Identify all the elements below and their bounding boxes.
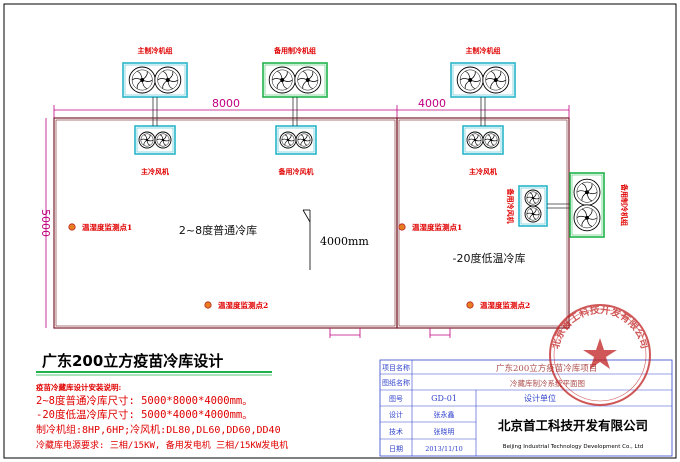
refrigeration-units: 主制冷机组备用制冷机组主冷风机备用冷风机主制冷机组主冷风机备用冷风机备用制冷机组 [122,46,629,238]
notes-line-2: -20度低温冷库尺寸: 5000*4000*4000mm。 [36,408,253,421]
sensor-right-1: 温湿度监测点1 [398,222,462,232]
right-room-inner-wall [398,119,568,327]
right-room-wall [396,117,570,329]
condenser-backup-left-label: 备用制冷机组 [273,46,316,55]
company-stamp: 北京首工科技开发有限公司 [548,303,651,406]
tb-drawing-label: 图纸名称 [382,378,410,387]
evaporator-main-left: 主冷风机 [134,125,176,176]
sensor-right-1-label: 温湿度监测点1 [412,222,462,232]
sensor-left-2-label: 温湿度监测点2 [218,300,268,310]
evaporator-backup-right: 备用冷风机 [506,185,548,227]
left-room-inner-wall [55,119,396,327]
tb-unit-label: 设计单位 [524,393,556,403]
tb-company: 北京首工科技开发有限公司 [498,418,648,433]
condenser-backup-right-label: 备用制冷机组 [620,183,629,226]
tb-date-value: 2013/11/10 [425,445,462,453]
condenser-main-right-label: 主制冷机组 [466,46,501,55]
dim-4000-label: 4000 [418,97,446,110]
dim-8000: 8000 [53,97,398,118]
condenser-backup-left: 备用制冷机组 [262,46,328,98]
condenser-main-left: 主制冷机组 [122,46,188,98]
tb-number-label: 图号 [389,395,403,403]
tb-project-value: 广东200立方疫苗冷库项目 [496,363,597,374]
door-left [329,328,361,338]
title-block: 项目名称 广东200立方疫苗冷库项目 图纸名称 冷藏库制冷系统平面图 图号 GD… [379,359,673,457]
drawing-title: 广东200立方疫苗冷库设计 [42,352,223,370]
tb-drawing-value: 冷藏库制冷系统平面图 [510,378,585,388]
tb-tech-label: 技术 [389,427,403,436]
door-right [429,328,451,338]
sensor-left-2: 温湿度监测点2 [204,300,268,310]
sensor-right-2-label: 温湿度监测点2 [480,300,530,310]
evaporator-backup-left-label: 备用冷风机 [278,167,314,176]
notes-heading: 疫苗冷藏库设计安装说明: [36,382,121,392]
left-room-name: 2~8度普通冷库 [179,223,257,237]
evaporator-main-right: 主冷风机 [462,125,504,176]
dim-5000-label: 5000 [39,209,52,237]
tb-tech-value: 张晓明 [434,427,455,436]
dim-8000-label: 8000 [212,97,240,110]
notes-block: 广东200立方疫苗冷库设计 疫苗冷藏库设计安装说明: 2~8度普通冷库尺寸: 5… [36,352,288,451]
tb-company-en: Beijing Industrial Technology Developmen… [503,444,643,450]
dim-5000: 5000 [39,118,52,328]
dim-4000: 4000 [397,97,570,118]
notes-line-4: 冷藏库电源要求: 三相/15KW, 备用发电机 三相/15KW发电机 [36,439,288,451]
right-room [396,117,570,329]
sensor-left-1: 温湿度监测点1 [68,222,132,232]
evaporator-main-left-label: 主冷风机 [141,167,169,176]
sensor-left-1-label: 温湿度监测点1 [82,222,132,232]
door-span-label: 4000mm [320,235,369,248]
condenser-main-left-label: 主制冷机组 [138,46,173,55]
notes-line-1: 2~8度普通冷库尺寸: 5000*8000*4000mm。 [36,394,253,407]
tb-design-value: 张永鑫 [434,410,455,419]
tb-project-label: 项目名称 [382,363,410,372]
evaporator-backup-right-label: 备用冷风机 [506,188,515,224]
sensor-right-2: 温湿度监测点2 [466,300,530,310]
evaporator-backup-left: 备用冷风机 [275,125,317,176]
sheet-border [3,3,677,459]
condenser-backup-right: 备用制冷机组 [569,172,629,238]
condenser-main-right: 主制冷机组 [450,46,516,98]
notes-line-3: 制冷机组:8HP,6HP;冷风机:DL80,DL60,DD60,DD40 [36,423,281,436]
tb-date-label: 日期 [389,445,403,453]
door-span-mark: 4000mm [302,209,369,270]
evaporator-main-right-label: 主冷风机 [469,167,497,176]
right-room-name: -20度低温冷库 [453,251,526,265]
tb-design-label: 设计 [389,410,403,419]
tb-number-value: GD-01 [431,394,457,403]
